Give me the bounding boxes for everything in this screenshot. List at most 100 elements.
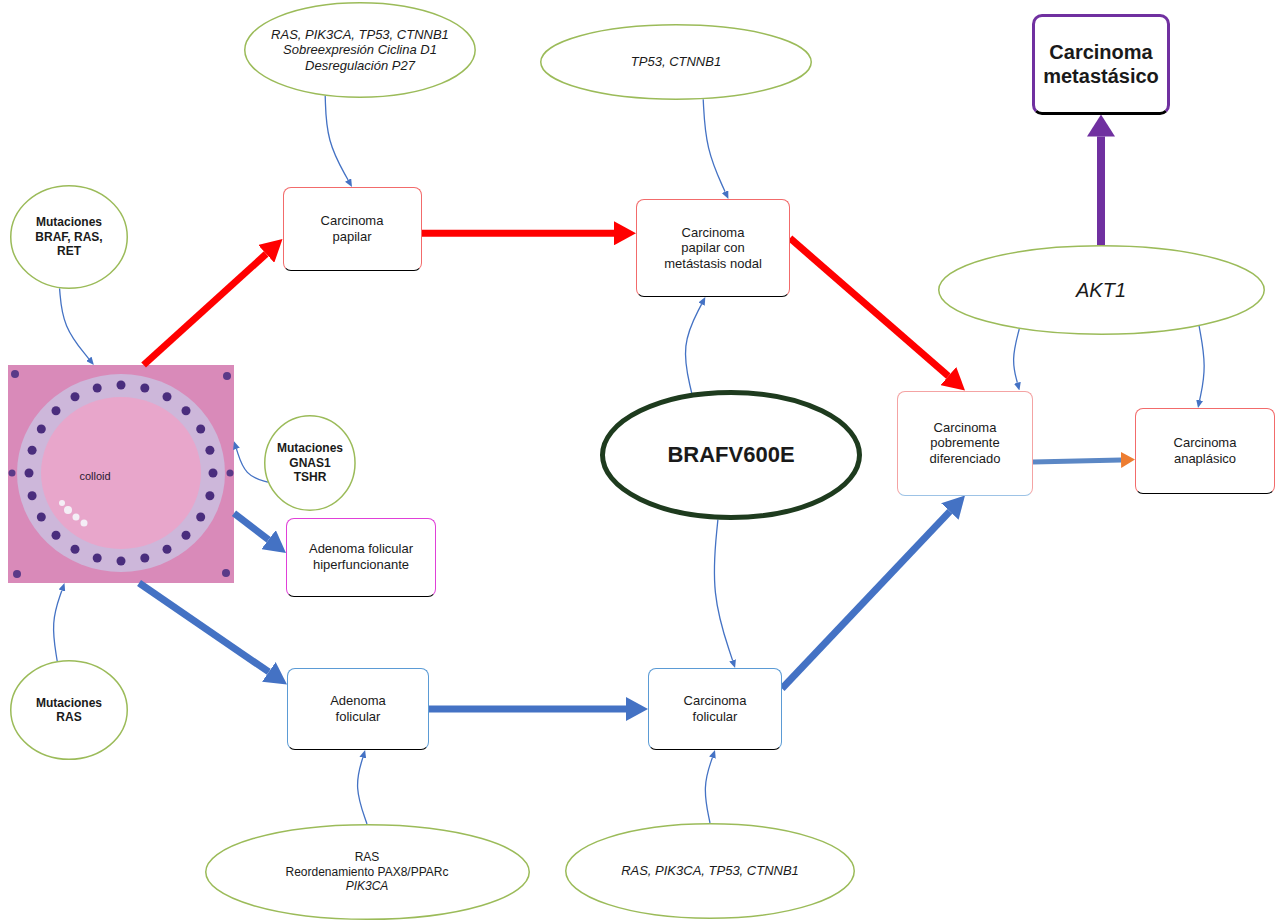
nucleus	[209, 469, 218, 478]
nucleus	[93, 554, 102, 563]
nucleus	[71, 392, 80, 401]
node-text: RAS, PIK3CA, TP53, CTNNB1	[621, 863, 799, 879]
mutation-ellipse: Mutaciones RAS	[10, 660, 128, 760]
ellipse-shape	[11, 661, 128, 760]
nucleus	[28, 491, 37, 500]
nucleus	[223, 372, 231, 380]
gene-ellipse: RASReordenamiento PAX8/PPARcPIK3CA	[205, 824, 530, 920]
nucleus	[13, 570, 21, 578]
ellipse-shape	[245, 3, 475, 98]
gene-ellipse: AKT1	[938, 245, 1265, 335]
nucleus	[222, 569, 230, 577]
node-text: Carcinoma pobremente diferenciado	[919, 420, 1011, 467]
nucleus	[140, 384, 149, 393]
node-text: RAS	[355, 850, 380, 864]
nucleus	[28, 446, 37, 455]
node-text: Adenoma folicular hiperfuncionante	[297, 541, 425, 572]
node-text: Reordenamiento PAX8/PPARc	[286, 865, 449, 879]
connector-arrow	[1033, 460, 1121, 462]
connector-arrow	[144, 254, 267, 365]
node-text: colloid	[79, 470, 110, 483]
histology-image: colloid	[8, 365, 234, 583]
ellipse-shape	[265, 416, 355, 511]
connector-arrow	[60, 288, 89, 358]
node-text: Carcinoma papilar	[312, 213, 392, 244]
nucleus	[182, 406, 191, 415]
colloid-area	[41, 397, 201, 549]
node-text: PIK3CA	[346, 879, 389, 893]
nucleus	[227, 470, 234, 477]
connector-arrow	[429, 706, 626, 713]
follicle-epithelium	[17, 374, 225, 572]
node-text: RAS, PIK3CA, TP53, CTNNB1	[271, 27, 449, 43]
process-box: Carcinoma papilar	[283, 187, 422, 271]
process-box: Carcinoma anaplásico	[1135, 408, 1275, 494]
nucleus	[196, 425, 205, 434]
connector-arrow	[325, 96, 348, 180]
nucleus	[37, 425, 46, 434]
nucleus	[205, 446, 214, 455]
connector-arrow	[782, 511, 950, 688]
nucleus	[196, 513, 205, 522]
ellipse-shape	[566, 824, 855, 919]
nucleus	[52, 406, 61, 415]
ellipse-shape	[603, 393, 860, 518]
vacuole	[73, 514, 80, 521]
connector-arrow	[685, 304, 701, 393]
node-text: Sobreexpresión Ciclina D1	[283, 42, 437, 58]
connector-arrow	[234, 513, 269, 539]
node-text: Mutaciones GNAS1 TSHR	[274, 441, 346, 484]
connector-arrow	[790, 238, 948, 376]
nucleus	[9, 470, 16, 477]
gene-ellipse: TP53, CTNNB1	[540, 24, 812, 100]
connector-arrow	[358, 758, 367, 824]
nucleus	[182, 531, 191, 540]
node-text: Adenoma folicular	[317, 693, 399, 724]
connector-arrow	[236, 449, 268, 482]
vacuole	[81, 520, 88, 527]
node-text: Desregulación P27	[305, 58, 415, 74]
node-text: Carcinoma metastásico	[1036, 40, 1166, 88]
mutation-ellipse: Mutaciones GNAS1 TSHR	[264, 415, 356, 511]
connector-group	[54, 96, 1205, 824]
vacuole	[59, 500, 65, 506]
connector-arrow	[1199, 326, 1204, 400]
nucleus	[25, 469, 34, 478]
mutation-ellipse: BRAFV600E	[600, 390, 862, 520]
nucleus	[117, 557, 126, 566]
nucleus	[52, 531, 61, 540]
outcome-box: Carcinoma metastásico	[1032, 14, 1170, 115]
ellipse-shape	[541, 25, 812, 100]
node-text: Carcinoma papilar con metástasis nodal	[661, 225, 765, 272]
connector-arrow	[422, 230, 615, 237]
connector-arrow	[1097, 137, 1105, 246]
node-text: AKT1	[1076, 278, 1126, 302]
process-box: Carcinoma pobremente diferenciado	[897, 391, 1033, 496]
node-text: TP53, CTNNB1	[631, 54, 721, 70]
nucleus	[140, 554, 149, 563]
histology-picture	[8, 365, 234, 583]
mutation-ellipse: Mutaciones BRAF, RAS, RET	[10, 185, 128, 289]
nucleus	[11, 370, 19, 378]
nucleus	[37, 513, 46, 522]
vacuole	[64, 506, 72, 514]
ellipse-shape	[938, 246, 1264, 335]
gene-ellipse: RAS, PIK3CA, TP53, CTNNB1Sobreexpresión …	[244, 2, 476, 98]
nucleus	[117, 381, 126, 390]
node-text: Mutaciones BRAF, RAS, RET	[27, 215, 111, 258]
connector-arrow	[703, 99, 725, 191]
node-text: BRAFV600E	[667, 442, 794, 468]
connector-arrow	[1014, 329, 1020, 383]
tissue-ground	[8, 365, 234, 583]
node-text: Carcinoma anaplásico	[1159, 435, 1251, 466]
nucleus	[93, 384, 102, 393]
nucleus	[163, 545, 172, 554]
process-box: Carcinoma folicular	[648, 668, 782, 750]
process-box: Adenoma folicular hiperfuncionante	[286, 518, 436, 597]
ellipse-shape	[205, 825, 529, 920]
ellipse-shape	[11, 186, 128, 289]
connector-arrow	[705, 758, 712, 823]
process-box: Carcinoma papilar con metástasis nodal	[636, 199, 790, 297]
process-box: Adenoma folicular	[287, 668, 429, 750]
